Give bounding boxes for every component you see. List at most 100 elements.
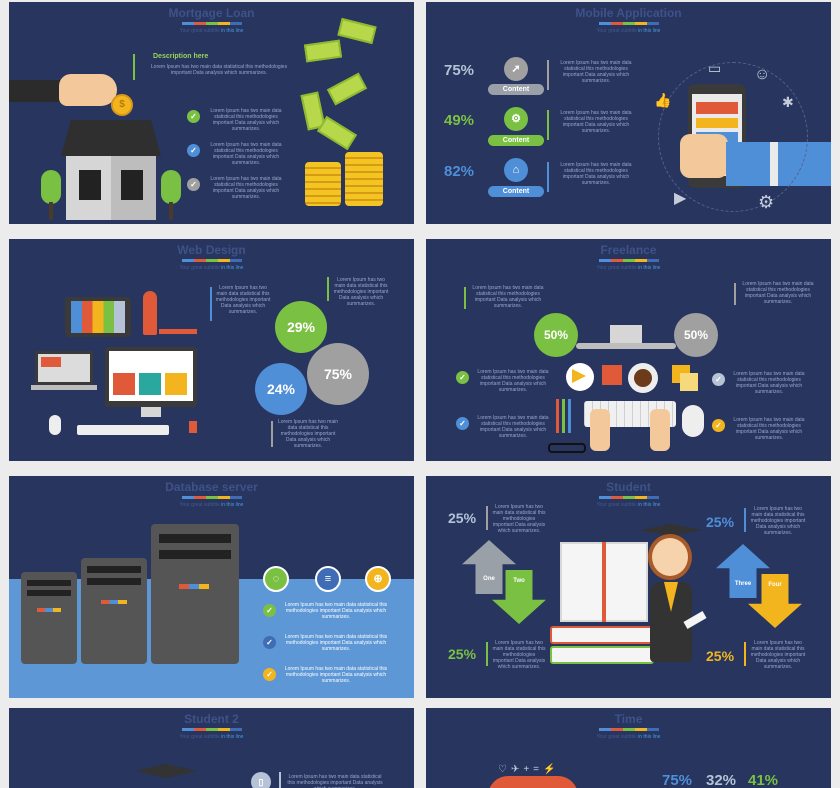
hand-icon [590, 409, 610, 451]
accent-line [327, 277, 329, 301]
check-icon: ✓ [263, 636, 276, 649]
check-text-left-1: Lorem Ipsum has two main data statistica… [477, 369, 549, 393]
slide-subtitle: Your great subtitle in this line [596, 734, 661, 740]
cup-icon [189, 421, 197, 433]
description-text: Lorem Ipsum has two main data statistica… [150, 64, 288, 76]
server-slot [159, 550, 231, 559]
check-icon: ✓ [712, 373, 725, 386]
slide-subtitle: Your great subtitle in this line [179, 28, 244, 34]
check-text-2: Lorem Ipsum has two main data statistica… [210, 142, 282, 166]
slide-title: Student 2 [184, 712, 239, 726]
slide-subtitle: Your great subtitle in this line [596, 502, 661, 508]
percent-82: 82% [444, 163, 475, 180]
pencil-icon [159, 329, 197, 334]
hand-icon [650, 409, 670, 451]
clipboard-icon: ▯ [251, 772, 271, 788]
banknote-icon [337, 17, 377, 45]
house-roof [61, 120, 161, 156]
text-bottom-right: Lorem Ipsum has two main data statistica… [750, 640, 806, 670]
house-window-left [79, 170, 101, 200]
accent-line [279, 772, 281, 788]
house-window-right [121, 170, 143, 200]
check-text-right-1: Lorem Ipsum has two main data statistica… [733, 371, 805, 395]
coffee-liquid [634, 369, 652, 387]
check-icon: ✓ [263, 604, 276, 617]
slide-database-server[interactable]: Database server Your great subtitle in t… [9, 476, 414, 698]
arrow-label-three: Three [734, 581, 752, 587]
accent-line [734, 283, 736, 305]
text-bottom-left: Lorem Ipsum has two main data statistica… [492, 640, 546, 670]
accent-line [547, 60, 549, 90]
bulb-icon: ✱ [782, 94, 794, 110]
slide-time[interactable]: Time Your great subtitle in this line ♡✈… [426, 708, 831, 788]
color-bars [598, 728, 659, 731]
bank-icon: ⌂ [504, 158, 528, 182]
graduation-cap-icon [135, 764, 197, 778]
suit-sleeve [9, 80, 61, 102]
slide-title: Mobile Application [575, 6, 682, 20]
banknote-icon [326, 72, 368, 106]
rocket-icon: ➚ [504, 57, 528, 81]
slide-student-2[interactable]: Student 2 Your great subtitle in this li… [9, 708, 414, 788]
color-bars [181, 259, 242, 262]
text-top-left: Lorem Ipsum has two main data statistica… [472, 285, 544, 309]
percent-circle-75: 75% [307, 343, 369, 405]
text-top-right: Lorem Ipsum has two main data statistica… [742, 281, 814, 305]
server-slot [27, 590, 71, 596]
monitor-icon [610, 325, 642, 343]
server-slot [27, 580, 71, 586]
laptop-base [31, 385, 97, 390]
server-leds [37, 608, 61, 612]
slide-mobile-application[interactable]: Mobile Application Your great subtitle i… [426, 2, 831, 224]
accent-line [744, 508, 746, 532]
arrow-label-four: Four [768, 582, 782, 588]
laptop-block [41, 357, 61, 367]
arrow-label-two: Two [513, 578, 525, 584]
accent-line [486, 506, 488, 530]
banknote-icon [303, 39, 343, 63]
color-bars [598, 22, 659, 25]
slide-freelance[interactable]: Freelance Your great subtitle in this li… [426, 239, 831, 461]
check-text-3: Lorem Ipsum has two main data statistica… [284, 666, 388, 684]
slide-student[interactable]: Student Your great subtitle in this line… [426, 476, 831, 698]
accent-line [744, 642, 746, 666]
text-top-right: Lorem Ipsum has two main data statistica… [750, 506, 806, 536]
screen-block [113, 373, 135, 395]
row-text-1: Lorem Ipsum has two main data statistica… [560, 60, 632, 84]
screen-block [165, 373, 187, 395]
slide-title: Database server [165, 480, 258, 494]
slide-subtitle: Your great subtitle in this line [596, 265, 661, 271]
arrow-label-one: One [483, 576, 495, 582]
check-icon: ✓ [456, 371, 469, 384]
coin-icon: $ [111, 94, 133, 116]
slide-web-design[interactable]: Web Design Your great subtitle in this l… [9, 239, 414, 461]
server-large [151, 524, 239, 664]
tree-trunk [49, 202, 53, 220]
slide-mortgage-loan[interactable]: Mortgage Loan Your great subtitle in thi… [9, 2, 414, 224]
pencil-icon [562, 399, 565, 433]
content-pill-2: Content [488, 135, 544, 146]
row-text-2: Lorem Ipsum has two main data statistica… [560, 110, 632, 134]
color-bars [181, 22, 242, 25]
gear-icon: ⚙ [504, 107, 528, 131]
percent-bottom-right: 25% [706, 648, 735, 664]
accent-line [547, 110, 549, 140]
book-stack-icon [550, 626, 654, 644]
graduation-cap-icon [640, 524, 702, 536]
tree-icon [41, 170, 61, 204]
tree-trunk [169, 202, 173, 220]
server-medium [81, 558, 147, 664]
percent-bottom-left: 25% [448, 646, 477, 662]
percent-circle-29: 29% [275, 301, 327, 353]
slide-title: Mortgage Loan [168, 6, 255, 20]
check-icon: ✓ [187, 144, 200, 157]
tree-icon [161, 170, 181, 204]
slide-title: Time [614, 712, 643, 726]
keyboard-icon [77, 425, 169, 435]
color-bars [181, 496, 242, 499]
check-text-1: Lorem Ipsum has two main data statistica… [210, 108, 282, 132]
bookmark [602, 542, 606, 622]
color-bars [598, 259, 659, 262]
coin-stack-icon [305, 162, 341, 206]
thumbs-up-icon: 👍 [654, 92, 672, 108]
